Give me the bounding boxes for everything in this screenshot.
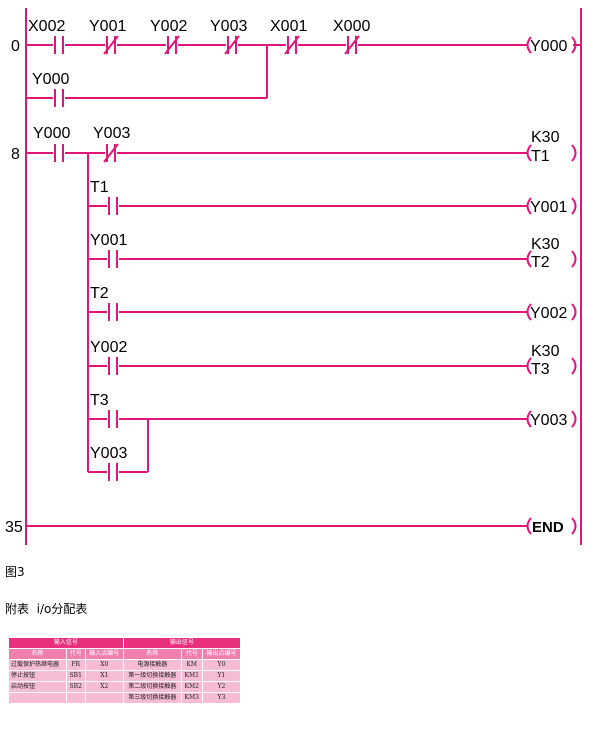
table-cell [65,692,86,704]
table-cell: KM1 [180,670,203,682]
table-cell [84,692,124,704]
label-t1: T1 [90,179,109,196]
table-cell: KM [180,659,203,671]
label-y003-hold: Y003 [90,445,127,462]
table-cell: 启动按钮 [8,681,67,693]
figure-caption: 图3 [5,565,25,579]
contact-x001-nc [284,35,300,55]
table-cell: FR [65,659,86,671]
label-x002: X002 [28,18,65,35]
rung-8-wires [26,152,527,473]
step-number-8: 8 [11,146,20,163]
table-cell: KM3 [180,692,203,704]
output-end: END [532,519,564,536]
table-cell: 停止按钮 [8,670,67,682]
table-cell: 第二级切换接触器 [122,681,182,693]
label-t3: T3 [90,392,109,409]
label-x000: X000 [333,18,370,35]
timer-t2 [526,250,577,268]
table-cell: X2 [84,681,124,693]
timer-t3-constant: K30 [531,343,560,360]
timer-t1 [526,144,577,162]
label-y001-r8: Y001 [90,232,127,249]
table-cell: SB1 [65,670,86,682]
label-y000-r8: Y000 [33,125,70,142]
table-cell: 第三级切换接触器 [122,692,182,704]
timer-t3 [526,357,577,375]
table-cell: 电源接触器 [122,659,182,671]
timer-t3-name: T3 [531,361,550,378]
column-header: 代号 [180,648,203,660]
table-column-header-row: 名称 代号 输入点编号 名称 代号 输出点编号 [8,648,242,660]
column-header: 输出点编号 [201,648,242,660]
contact-y001 [108,250,118,268]
label-x001: X001 [270,18,307,35]
contact-y000-start [54,144,64,162]
table-caption: 附表 i/o分配表 [5,602,88,616]
table-cell: Y1 [201,670,242,682]
output-y003: Y003 [530,412,567,429]
label-t2: T2 [90,285,109,302]
contact-t3 [108,410,118,428]
timer-t2-name: T2 [531,254,550,271]
contact-y001-nc [103,35,119,55]
label-y003: Y003 [210,18,247,35]
end-instruction [526,517,577,535]
contact-y002 [108,357,118,375]
step-number-0: 0 [11,38,20,55]
table-cell: KM2 [180,681,203,693]
label-y002: Y002 [150,18,187,35]
timer-t1-name: T1 [531,148,550,165]
table-cell [8,692,67,704]
table-cell: Y2 [201,681,242,693]
output-y001: Y001 [530,199,567,216]
contact-y000-hold [54,89,64,107]
label-y003-r8: Y003 [93,125,130,142]
table-row: 停止按钮 SB1 X1 第一级切换接触器 KM1 Y1 [8,670,242,682]
rung-0-wires [26,44,527,99]
coil-y002 [526,303,577,321]
output-y002: Y002 [530,305,567,322]
contact-y003-nc [224,35,240,55]
table-cell: X0 [84,659,124,671]
contact-x002-no [54,36,64,54]
contact-t1 [108,197,118,215]
coil-y000 [526,36,581,54]
output-y000: Y000 [530,38,567,55]
table-row: 过载保护热继电器 FR X0 电源接触器 KM Y0 [8,659,242,671]
label-y001: Y001 [89,18,126,35]
table-cell: Y3 [201,692,242,704]
coil-y001 [526,197,577,215]
group-header-output: 输出信号 [122,637,242,649]
step-number-35: 35 [5,519,23,536]
table-row: 第三级切换接触器 KM3 Y3 [8,692,242,704]
column-header: 名称 [8,648,67,660]
timer-t2-constant: K30 [531,236,560,253]
table-cell: 过载保护热继电器 [8,659,67,671]
table-cell: Y0 [201,659,242,671]
table-group-header-row: 输入信号 输出信号 [8,637,242,649]
contact-y003-hold [108,463,118,481]
contact-t2 [108,303,118,321]
label-y002-r8: Y002 [90,339,127,356]
contact-y003-nc-r8 [103,143,119,163]
ladder-diagram: 0 8 35 X002 Y001 Y002 Y003 X001 X000 Y00… [5,8,582,545]
label-y000-hold: Y000 [32,71,69,88]
column-header: 输入点编号 [84,648,124,660]
table-cell: X1 [84,670,124,682]
coil-y003 [526,410,577,428]
table-cell: SB2 [65,681,86,693]
column-header: 名称 [122,648,182,660]
group-header-input: 输入信号 [8,637,124,649]
column-header: 代号 [65,648,86,660]
table-cell: 第一级切换接触器 [122,670,182,682]
contact-x000-nc [344,35,360,55]
io-assignment-table: 输入信号 输出信号 名称 代号 输入点编号 名称 代号 输出点编号 过载保护热继… [8,637,242,704]
contact-y002-nc [164,35,180,55]
table-row: 启动按钮 SB2 X2 第二级切换接触器 KM2 Y2 [8,681,242,693]
timer-t1-constant: K30 [531,129,560,146]
